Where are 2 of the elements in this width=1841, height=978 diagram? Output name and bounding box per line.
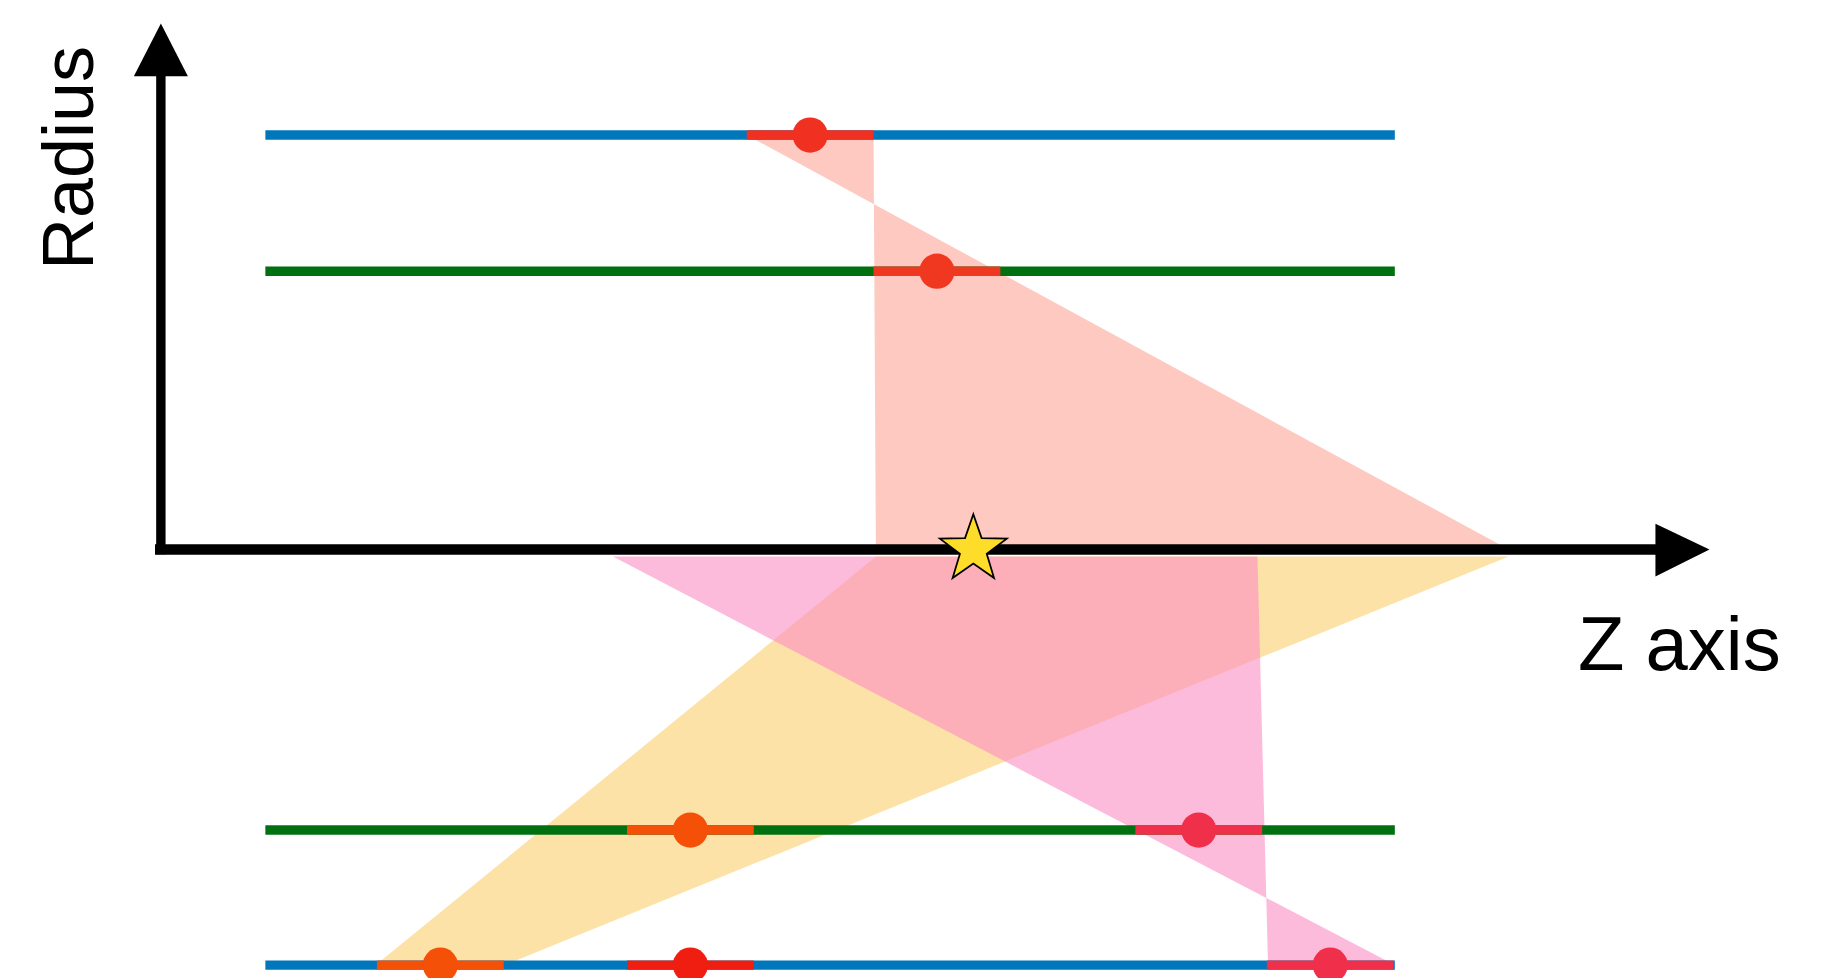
axis-label: Z axis bbox=[1578, 606, 1781, 682]
axis-label: Radius bbox=[32, 45, 104, 271]
